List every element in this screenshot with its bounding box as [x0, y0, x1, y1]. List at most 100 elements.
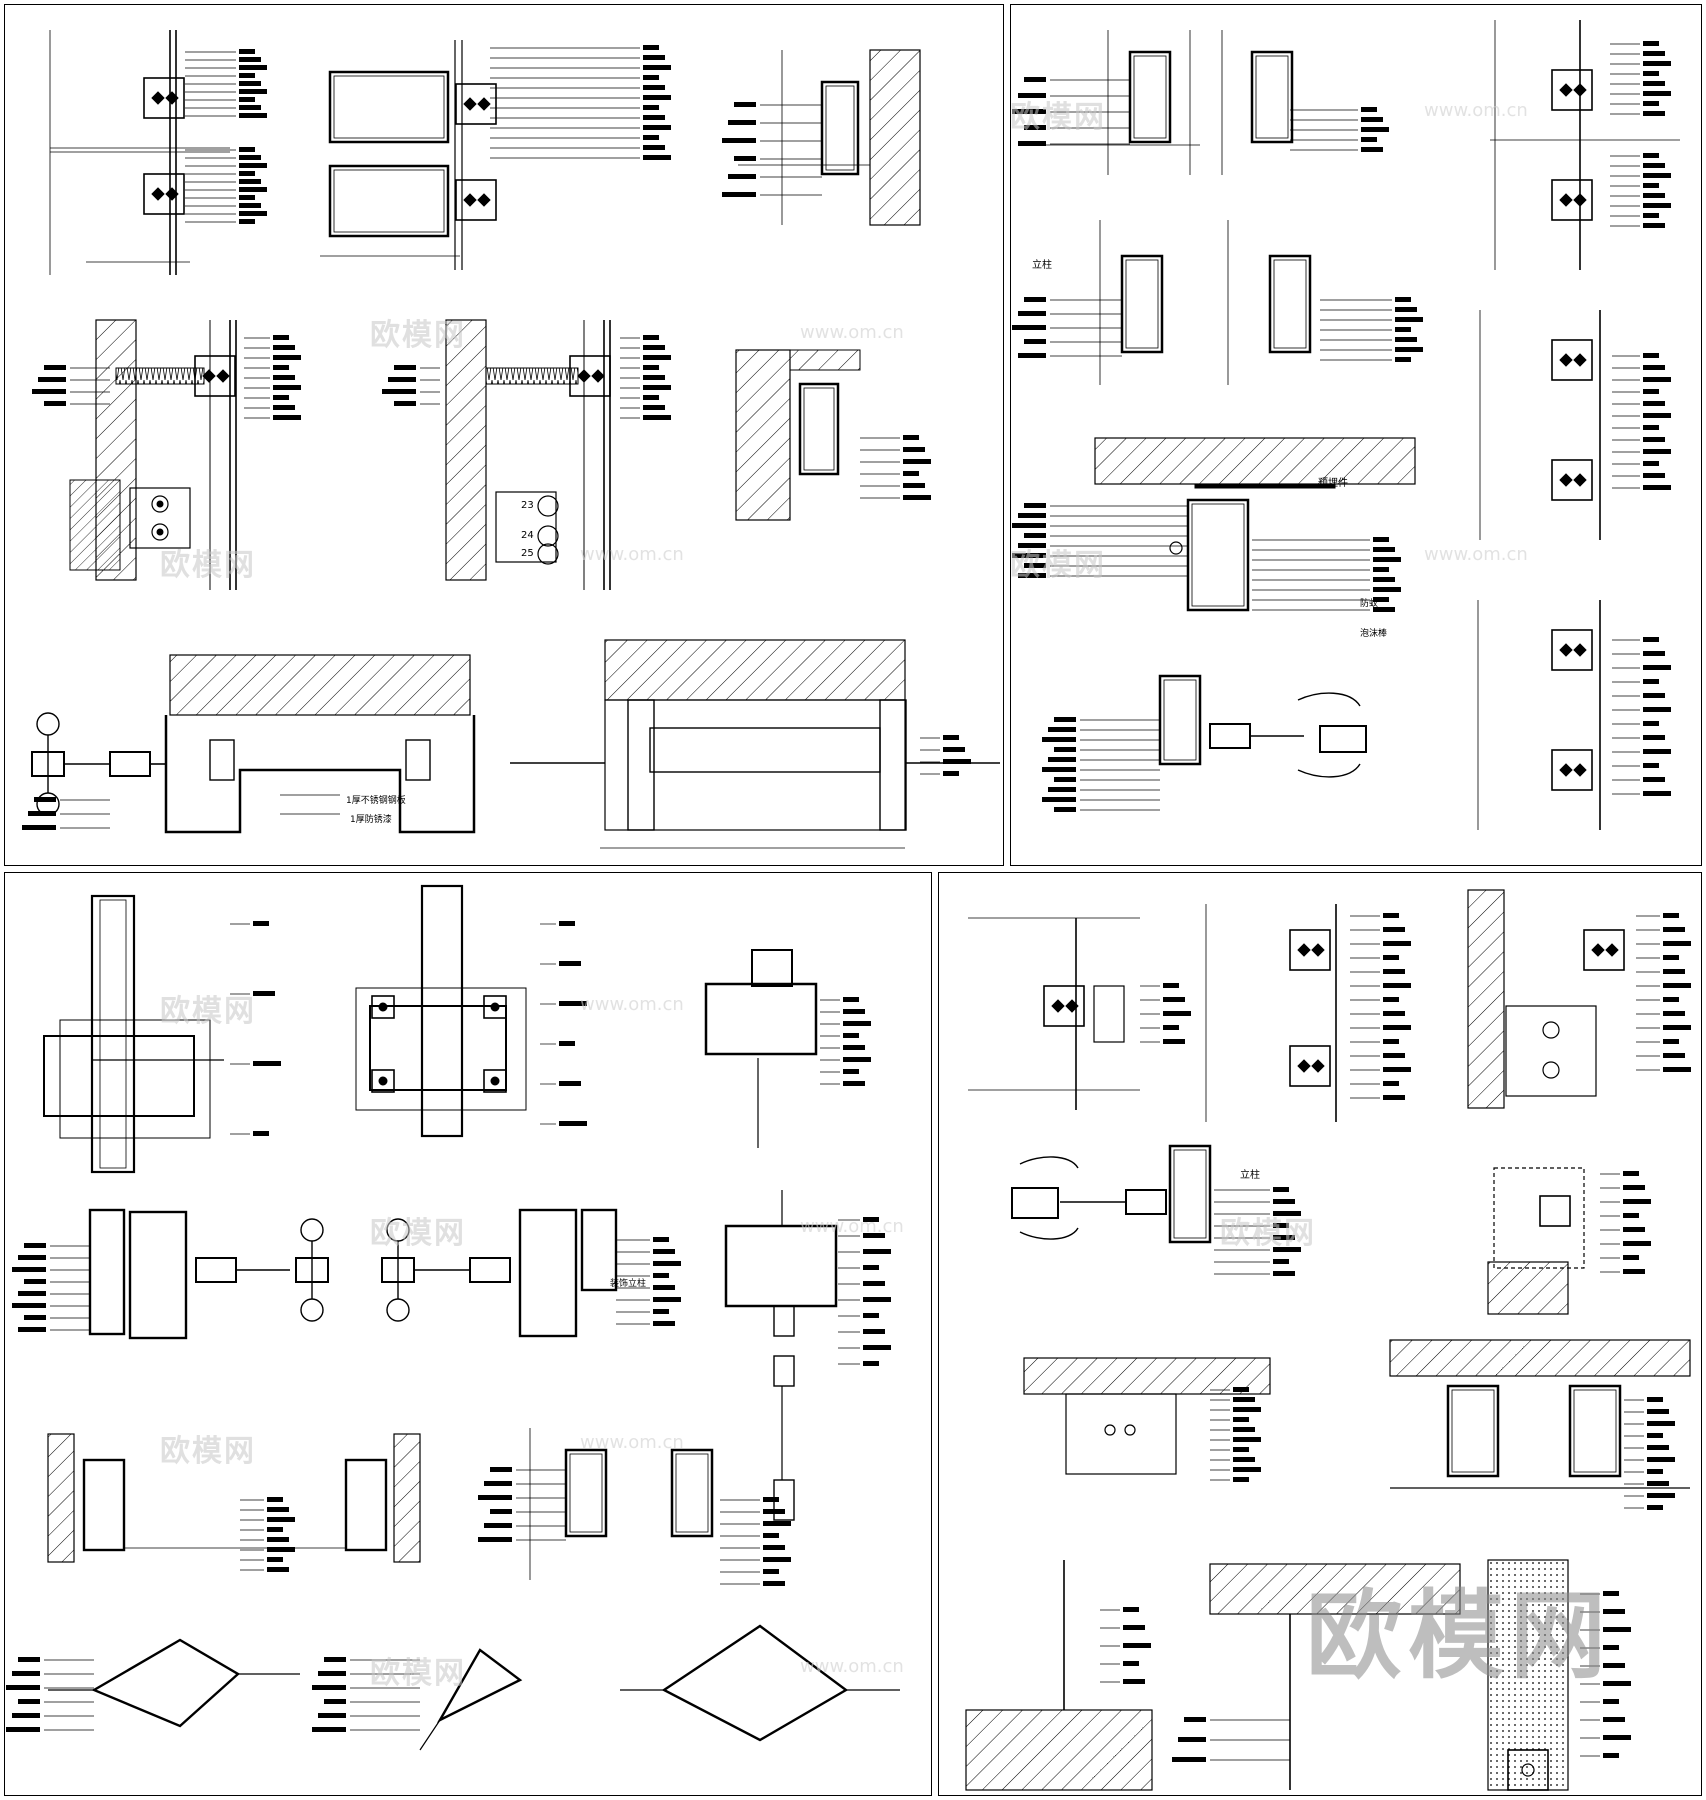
tl-e-leaders-label-5: [643, 385, 671, 390]
br-j-lead-label-7: [1603, 1717, 1625, 1722]
br-f-lead-label-8: [1233, 1467, 1261, 1472]
br-e-lead-label-5: [1623, 1241, 1651, 1246]
tl-b-leaders-label-11: [643, 155, 671, 160]
tr-h-lead-label-1: [1643, 651, 1665, 656]
tl-h-box: [649, 727, 881, 773]
tl-e-bolt1: [537, 495, 559, 517]
tl-e-leaders-label-7: [643, 405, 665, 410]
tr-g-right-label-7: [1373, 607, 1395, 612]
bl-g-wall-r: [393, 1433, 421, 1563]
br-f-lead-label-6: [1233, 1447, 1249, 1452]
tr-f-lead-label-8: [1643, 449, 1671, 454]
watermark-url-7: www.om.cn: [580, 1432, 684, 1453]
tr-c-lead1-label-5: [1643, 91, 1671, 96]
tl-a-box2-dia2: [165, 187, 179, 201]
tl-b-panel2-in: [333, 169, 445, 233]
tl-a-bot-label-4: [239, 179, 261, 184]
br-j-lead-label-9: [1603, 1753, 1619, 1758]
tr-f-box1-dia2: [1573, 353, 1587, 367]
br-e-lead-label-3: [1623, 1213, 1639, 1218]
br-a-lead-label-1: [1163, 997, 1185, 1002]
br-d-lead-label-2: [1273, 1211, 1301, 1216]
br-g-lead-label-4: [1647, 1445, 1669, 1450]
br-g-lead-label-0: [1647, 1397, 1663, 1402]
br-d-mullion-outer: [1168, 1144, 1212, 1244]
bl-a-lead-label-0: [253, 921, 269, 926]
br-g-lead-label-3: [1647, 1433, 1663, 1438]
br-c-lead-label-4: [1663, 969, 1685, 974]
br-b-lead-label-11: [1383, 1067, 1411, 1072]
br-g-m2-inner: [1573, 1389, 1617, 1473]
tr-a-left-label-4: [1018, 141, 1046, 146]
tr-g-left-label-1: [1018, 513, 1046, 518]
tl-d-bracket-hole2: [151, 523, 169, 541]
bl-h-lead-label-6: [763, 1569, 779, 1574]
tr-g-mullion-inner: [1191, 503, 1245, 607]
br-h-lead-label-1: [1123, 1625, 1145, 1630]
bl-a-col: [90, 894, 136, 1174]
tr-a-m1-inner: [1133, 55, 1167, 139]
tl-d-leaders-label-5: [273, 385, 301, 390]
br-d-lead-label-7: [1273, 1271, 1295, 1276]
tl-e-left-label-2: [382, 389, 416, 394]
bl-b-lead-label-4: [559, 1081, 581, 1086]
br-b-box1-dia2: [1311, 943, 1325, 957]
bl-f-box: [724, 1224, 838, 1308]
br-d-mullion-inner: [1173, 1149, 1207, 1239]
br-d-clamp: [1125, 1189, 1167, 1215]
bl-b-lead-label-2: [559, 1001, 587, 1006]
br-j-bolt: [1521, 1763, 1535, 1777]
tl-b-panel1-in: [333, 75, 445, 139]
br-e-lead-label-6: [1623, 1255, 1639, 1260]
watermark-url-9: www.om.cn: [800, 1656, 904, 1677]
tl-e-left-label-1: [388, 377, 416, 382]
br-j-lead-label-5: [1603, 1681, 1631, 1686]
tl-a-bot-label-1: [239, 155, 261, 160]
tr-e-right-label-0: [1395, 297, 1411, 302]
tl-f-leaders-label-2: [903, 459, 931, 464]
bl-f-lead-label-7: [863, 1329, 885, 1334]
br-h-lead-label-3: [1123, 1661, 1139, 1666]
br-c-lead-label-7: [1663, 1011, 1685, 1016]
tl-g-clamp: [109, 751, 151, 777]
br-b-lead-label-5: [1383, 983, 1411, 988]
tr-h-lead-label-7: [1643, 735, 1665, 740]
tl-d-left-label-2: [32, 389, 66, 394]
br-f-lead-label-3: [1233, 1417, 1249, 1422]
tr-i-left-label-0: [1054, 717, 1076, 722]
tr-c-box1-dia2: [1573, 83, 1587, 97]
br-c-box-frame: [1583, 929, 1625, 971]
tl-a-top-label-7: [239, 105, 261, 110]
bl-c-lead-label-3: [843, 1033, 859, 1038]
bl-c-lead-label-1: [843, 1009, 865, 1014]
tr-d-m1-inner: [1125, 259, 1159, 349]
tr-b-right-label-3: [1361, 137, 1377, 142]
tl-e-leaders-label-0: [643, 335, 659, 340]
br-d-curve1: [1019, 1156, 1079, 1169]
br-f-lead-label-9: [1233, 1477, 1249, 1482]
tl-f-leaders-label-5: [903, 495, 931, 500]
tr-f-lead-label-4: [1643, 401, 1665, 406]
tr-g-right-label-5: [1373, 587, 1401, 592]
tr-e-right-label-1: [1395, 307, 1417, 312]
br-g-lead-label-5: [1647, 1457, 1675, 1462]
tr-i-hub: [1319, 725, 1367, 753]
tr-f-box1-dia1: [1559, 353, 1573, 367]
bl-b-col: [420, 884, 464, 1138]
tr-d-m1-outer: [1120, 254, 1164, 354]
tl-b-leaders-label-4: [643, 85, 665, 90]
bl-d-left-label-5: [12, 1303, 46, 1308]
br-c-box-dia2: [1605, 943, 1619, 957]
tl-g-beam: [169, 654, 471, 716]
br-i-left-label-1: [1178, 1737, 1206, 1742]
br-b-lead-label-4: [1383, 969, 1405, 974]
watermark-url-2: www.om.cn: [580, 544, 684, 565]
tr-h-box1-frame: [1551, 629, 1593, 671]
br-j-lead-label-4: [1603, 1663, 1625, 1668]
watermark-brand-4: 欧模网: [1010, 548, 1106, 583]
tr-d-left-label-2: [1012, 325, 1046, 330]
bl-c-lead-label-4: [843, 1045, 865, 1050]
br-b-lead-label-13: [1383, 1095, 1405, 1100]
watermark-url-1: www.om.cn: [800, 322, 904, 343]
tl-a-bot-label-3: [239, 171, 255, 176]
